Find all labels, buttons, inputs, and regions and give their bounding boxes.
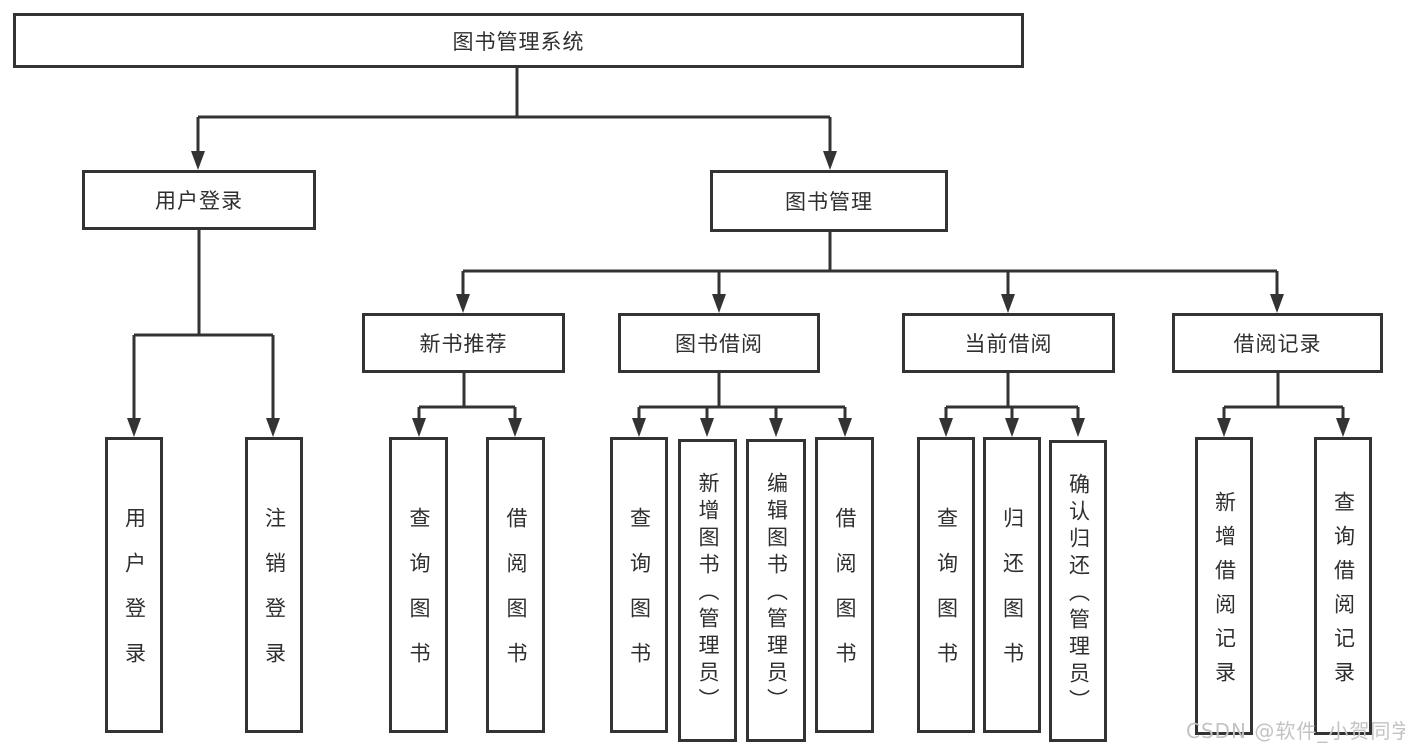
leaf-return-books: 归还图书: [983, 437, 1041, 733]
leaf-borrow-books: 借阅图书: [815, 437, 874, 733]
node-root: 图书管理系统: [13, 13, 1024, 68]
arrowheads: [127, 151, 1350, 437]
node-book-management: 图书管理: [710, 170, 948, 232]
node-new-book-recommend: 新书推荐: [362, 313, 565, 373]
node-borrow-records: 借阅记录: [1172, 313, 1383, 373]
node-user-login: 用户登录: [82, 170, 316, 230]
node-book-borrow-label: 图书借阅: [675, 332, 763, 356]
leaf-edit-books-admin: 编辑图书（管理员）: [746, 439, 806, 742]
node-book-borrow: 图书借阅: [618, 313, 820, 373]
node-root-label: 图书管理系统: [452, 29, 585, 54]
leaf-add-borrow-record: 新增借阅记录: [1195, 437, 1253, 735]
leaf-confirm-return-admin: 确认归还（管理员）: [1049, 440, 1107, 742]
node-book-management-label: 图书管理: [785, 190, 873, 214]
leaf-user-login: 用户登录: [105, 437, 163, 733]
csdn-watermark: CSDN @软件_小贺同学: [1186, 719, 1405, 743]
node-current-borrow: 当前借阅: [902, 313, 1115, 373]
leaf-query-books-recommend: 查询图书: [389, 437, 448, 733]
node-borrow-records-label: 借阅记录: [1233, 332, 1322, 356]
node-new-book-recommend-label: 新书推荐: [419, 332, 508, 356]
node-user-login-label: 用户登录: [155, 189, 243, 213]
leaf-query-borrow-record: 查询借阅记录: [1314, 437, 1372, 735]
leaf-borrow-books-recommend: 借阅图书: [486, 437, 545, 733]
leaf-logout: 注销登录: [245, 437, 303, 733]
leaf-query-books-current: 查询图书: [917, 437, 975, 733]
leaf-add-books-admin: 新增图书（管理员）: [678, 439, 737, 742]
leaf-query-books-borrow: 查询图书: [610, 437, 668, 733]
node-current-borrow-label: 当前借阅: [964, 332, 1053, 356]
